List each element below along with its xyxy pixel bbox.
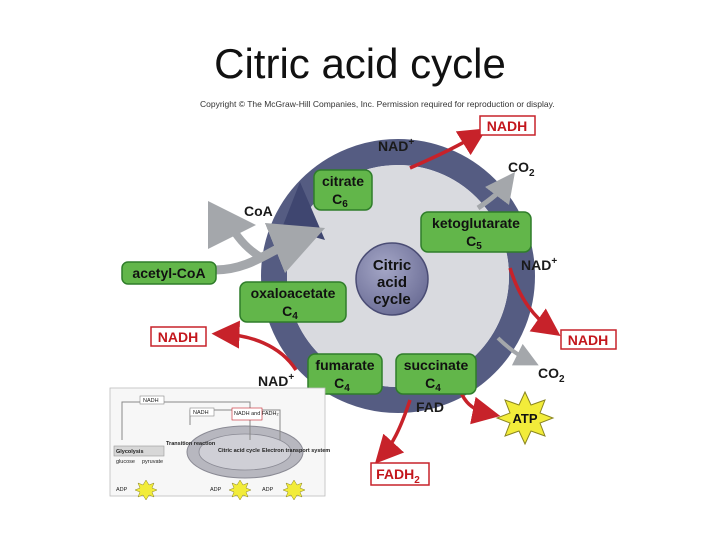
inset-nadh-2: NADH <box>193 410 209 416</box>
acetyl-coa-label: acetyl-CoA <box>132 265 205 281</box>
inset-transition: Transition reaction <box>166 441 216 447</box>
co2-label-top: CO2 <box>508 159 535 179</box>
acetyl-coa-box: acetyl-CoA <box>121 261 217 285</box>
nadh-box-left: NADH <box>150 326 207 347</box>
atp-star: ATP <box>495 390 555 446</box>
co2-arrow-top <box>476 172 516 211</box>
oxaloacetate-label: oxaloacetate <box>251 285 336 301</box>
center-line-3: cycle <box>373 291 411 308</box>
nad-label-right: NAD+ <box>521 256 557 273</box>
nadh-arrow-top <box>409 128 487 170</box>
fadh2-box: FADH2 <box>370 462 430 486</box>
svg-text:NADH: NADH <box>158 329 198 345</box>
succinate-box: succinate C4 <box>395 353 477 395</box>
copyright-notice: Copyright © The McGraw-Hill Companies, I… <box>200 99 555 109</box>
oxaloacetate-box: oxaloacetate C4 <box>239 281 347 323</box>
citrate-label: citrate <box>322 173 364 189</box>
ketoglutarate-carbon: C5 <box>466 233 482 252</box>
inset-nadh-1: NADH <box>143 398 159 404</box>
svg-text:NADH: NADH <box>568 332 608 348</box>
slide-title: Citric acid cycle <box>214 40 506 87</box>
atp-label: ATP <box>512 411 537 426</box>
ketoglutarate-label: ketoglutarate <box>432 215 520 231</box>
coa-label: CoA <box>244 203 273 219</box>
fumarate-carbon: C4 <box>334 375 350 394</box>
nadh-arrow-right <box>508 267 561 337</box>
fumarate-box: fumarate C4 <box>307 353 383 395</box>
inset-adp-2: ADP <box>210 487 222 493</box>
nadh-arrow-left <box>211 320 298 371</box>
fadh2-arrow <box>374 399 412 464</box>
inset-adp-3: ADP <box>262 487 274 493</box>
co2-arrow-right <box>496 336 539 366</box>
ketoglutarate-box: ketoglutarate C5 <box>420 211 532 253</box>
acetyl-coa-arrow <box>207 201 326 275</box>
citrate-carbon: C6 <box>332 191 348 210</box>
nadh-box-top: NADH <box>479 115 536 136</box>
center-line-2: acid <box>377 274 407 291</box>
fad-label: FAD <box>416 399 444 415</box>
succinate-label: succinate <box>404 357 469 373</box>
nad-label-top: NAD+ <box>378 137 414 154</box>
inset-electron: Electron transport system <box>262 448 330 454</box>
svg-text:FADH2: FADH2 <box>376 466 420 486</box>
inset-nadh-fadh: NADH and FADH₂ <box>234 411 279 417</box>
fumarate-label: fumarate <box>315 357 374 373</box>
center-line-1: Citric <box>373 257 411 274</box>
inset-adp-1: ADP <box>116 487 128 493</box>
oxaloacetate-carbon: C4 <box>282 303 298 322</box>
inset-glycolysis: Glycolysis <box>116 449 144 455</box>
inset-pyruvate: pyruvate <box>142 459 163 465</box>
citrate-box: citrate C6 <box>313 169 373 211</box>
nadh-box-right: NADH <box>560 329 617 350</box>
co2-label-right: CO2 <box>538 365 565 385</box>
succinate-carbon: C4 <box>425 375 441 394</box>
svg-text:NADH: NADH <box>487 118 527 134</box>
nad-label-bottom: NAD+ <box>258 372 294 389</box>
inset-citric: Citric acid cycle <box>218 448 260 454</box>
overview-inset: NADH NADH NADH and FADH₂ Glycolysis gluc… <box>109 387 330 501</box>
inset-glucose: glucose <box>116 459 135 465</box>
cycle-center: Citric acid cycle <box>355 242 429 316</box>
